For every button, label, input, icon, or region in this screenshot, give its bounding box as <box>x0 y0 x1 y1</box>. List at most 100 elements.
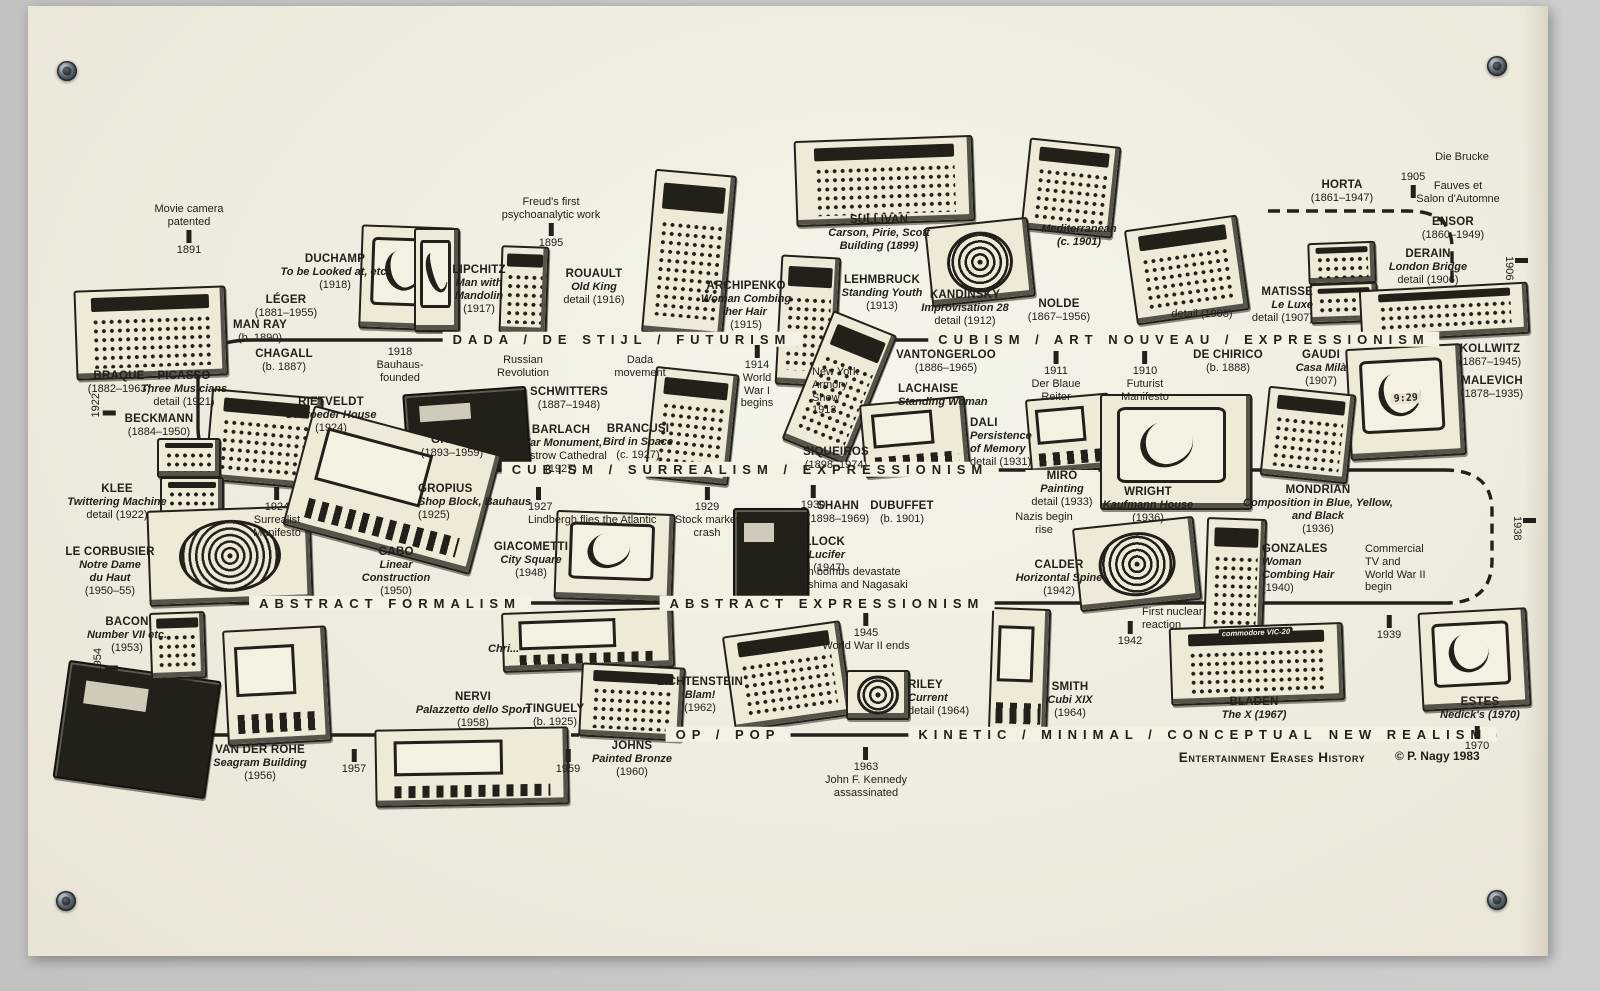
dictaphone-smith-illustration <box>987 607 1052 738</box>
year-tick <box>548 222 554 236</box>
portable-tv-lipchitz-illustration <box>414 228 460 332</box>
timeline-entry-year-1954: 1954 <box>92 648 118 672</box>
timeline-entry-credit: © P. Nagy 1983 <box>1395 749 1480 763</box>
digital-watch-malevich-text: 9:29 <box>1390 392 1422 406</box>
timeline-entry-detail-1908: detail (1908) <box>1171 308 1233 320</box>
period-label-abstract-formalism: ABSTRACT FORMALISM <box>249 595 531 611</box>
timeline-entry-year-1957: 1957 <box>342 748 366 776</box>
timeline-entry-year-1922: 1922 <box>90 393 116 417</box>
timeline-entry-nolde: NOLDE(1867–1956) <box>1027 298 1091 324</box>
mounting-screw-bottom-left <box>56 891 76 911</box>
period-label-dada-de-stijl-futurism: DADA / DE STIJL / FUTURISM <box>442 331 802 347</box>
timeline-entry-man-ray: MAN RAY(b. 1890) <box>232 319 288 345</box>
keypad-matisse-1-illustration <box>1307 240 1377 286</box>
timeline-entry-horta: HORTA(1861–1947) <box>1310 179 1374 205</box>
year-tick <box>1142 351 1148 364</box>
timeline-entry-year-1939: 1939 <box>1377 614 1401 642</box>
timeline-entry-schwitters: SCHWITTERS(1887–1948) <box>529 386 609 412</box>
year-tick <box>274 487 280 500</box>
timeline-entry-vantongerloo: VANTONGERLOO(1886–1965) <box>896 349 996 375</box>
year-tick <box>704 487 710 500</box>
year-tick <box>1127 621 1133 634</box>
vic20-bladen-text: commodore VIC-20 <box>1218 626 1294 639</box>
timeline-entry-braque: BRAQUE(1882–1963) <box>87 370 151 396</box>
timeline-entry-tinguely: TINGUELY(b. 1925) <box>525 703 585 729</box>
calculator-klee-1-illustration <box>157 438 221 478</box>
period-label-cubism-art-nouveau-expressionism: CUBISM / ART NOUVEAU / EXPRESSIONISM <box>928 331 1440 347</box>
year-tick <box>754 345 760 358</box>
calculator-gonzales-illustration <box>1202 516 1268 642</box>
boombox-mondrian-illustration <box>1259 385 1357 485</box>
year-tick <box>1386 615 1392 628</box>
year-tick <box>351 749 357 762</box>
year-tick <box>1514 258 1528 263</box>
year-tick <box>1474 726 1480 739</box>
timeline-entry-year-1942: 1942 <box>1118 620 1142 648</box>
digital-watch-malevich-illustration: 9:29 <box>1345 343 1467 461</box>
year-tick <box>186 229 192 243</box>
year-tick <box>1410 184 1416 198</box>
timeline-entry-leger: LÉGER(1881–1955) <box>254 294 318 320</box>
eq-rack-pollock-illustration <box>733 508 809 607</box>
timeline-entry-year-1938: 1938 <box>1510 516 1536 540</box>
timeline-entry-kollwitz: KOLLWITZ(1867–1945) <box>1458 343 1522 369</box>
op-art-panel-riley-illustration <box>846 670 910 720</box>
era-line-1906-dashed <box>1268 209 1454 310</box>
period-label-kinetic-minimal-conceptual: KINETIC / MINIMAL / CONCEPTUAL <box>908 726 1328 742</box>
timeline-entry-year-1959: 1959 <box>556 748 580 776</box>
year-tick <box>104 665 118 671</box>
movie-camera-kline-illustration <box>52 659 222 800</box>
timeline-entry-christo-partial: Chri... <box>488 643 520 655</box>
vic20-bladen-illustration: commodore VIC-20 <box>1168 621 1346 707</box>
year-tick <box>810 485 816 498</box>
year-tick <box>536 487 541 500</box>
mounting-screw-bottom-right <box>1487 890 1507 910</box>
year-tick <box>102 410 116 416</box>
year-tick <box>863 613 869 626</box>
timeline-entry-grosz: GROSZ(1893–1959) <box>420 434 484 460</box>
timeline-entry-year-1905: 1905 <box>1401 171 1425 199</box>
timeline-entry-dubuffet: DUBUFFET(b. 1901) <box>870 500 934 526</box>
typewriter-braque-illustration <box>73 285 229 381</box>
